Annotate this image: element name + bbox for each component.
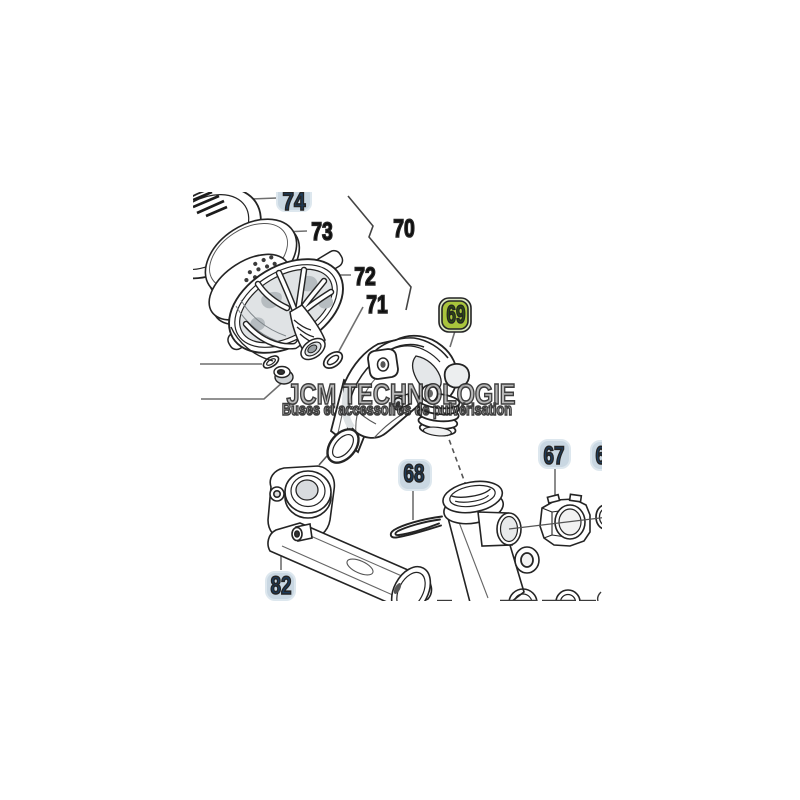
svg-text:72: 72	[354, 263, 376, 291]
svg-text:74: 74	[283, 188, 306, 216]
svg-text:82: 82	[271, 572, 292, 600]
svg-text:71: 71	[366, 291, 388, 319]
svg-text:73: 73	[311, 218, 333, 246]
svg-text:66: 66	[596, 442, 617, 470]
svg-text:69: 69	[447, 301, 466, 329]
svg-text:67: 67	[544, 442, 565, 470]
svg-text:Buses et accessoires de pulvér: Buses et accessoires de pulvérisation	[282, 401, 512, 419]
svg-text:JCM TECHNOLOGIE: JCM TECHNOLOGIE	[287, 379, 516, 411]
svg-text:68: 68	[404, 460, 425, 488]
svg-text:70: 70	[393, 215, 415, 243]
